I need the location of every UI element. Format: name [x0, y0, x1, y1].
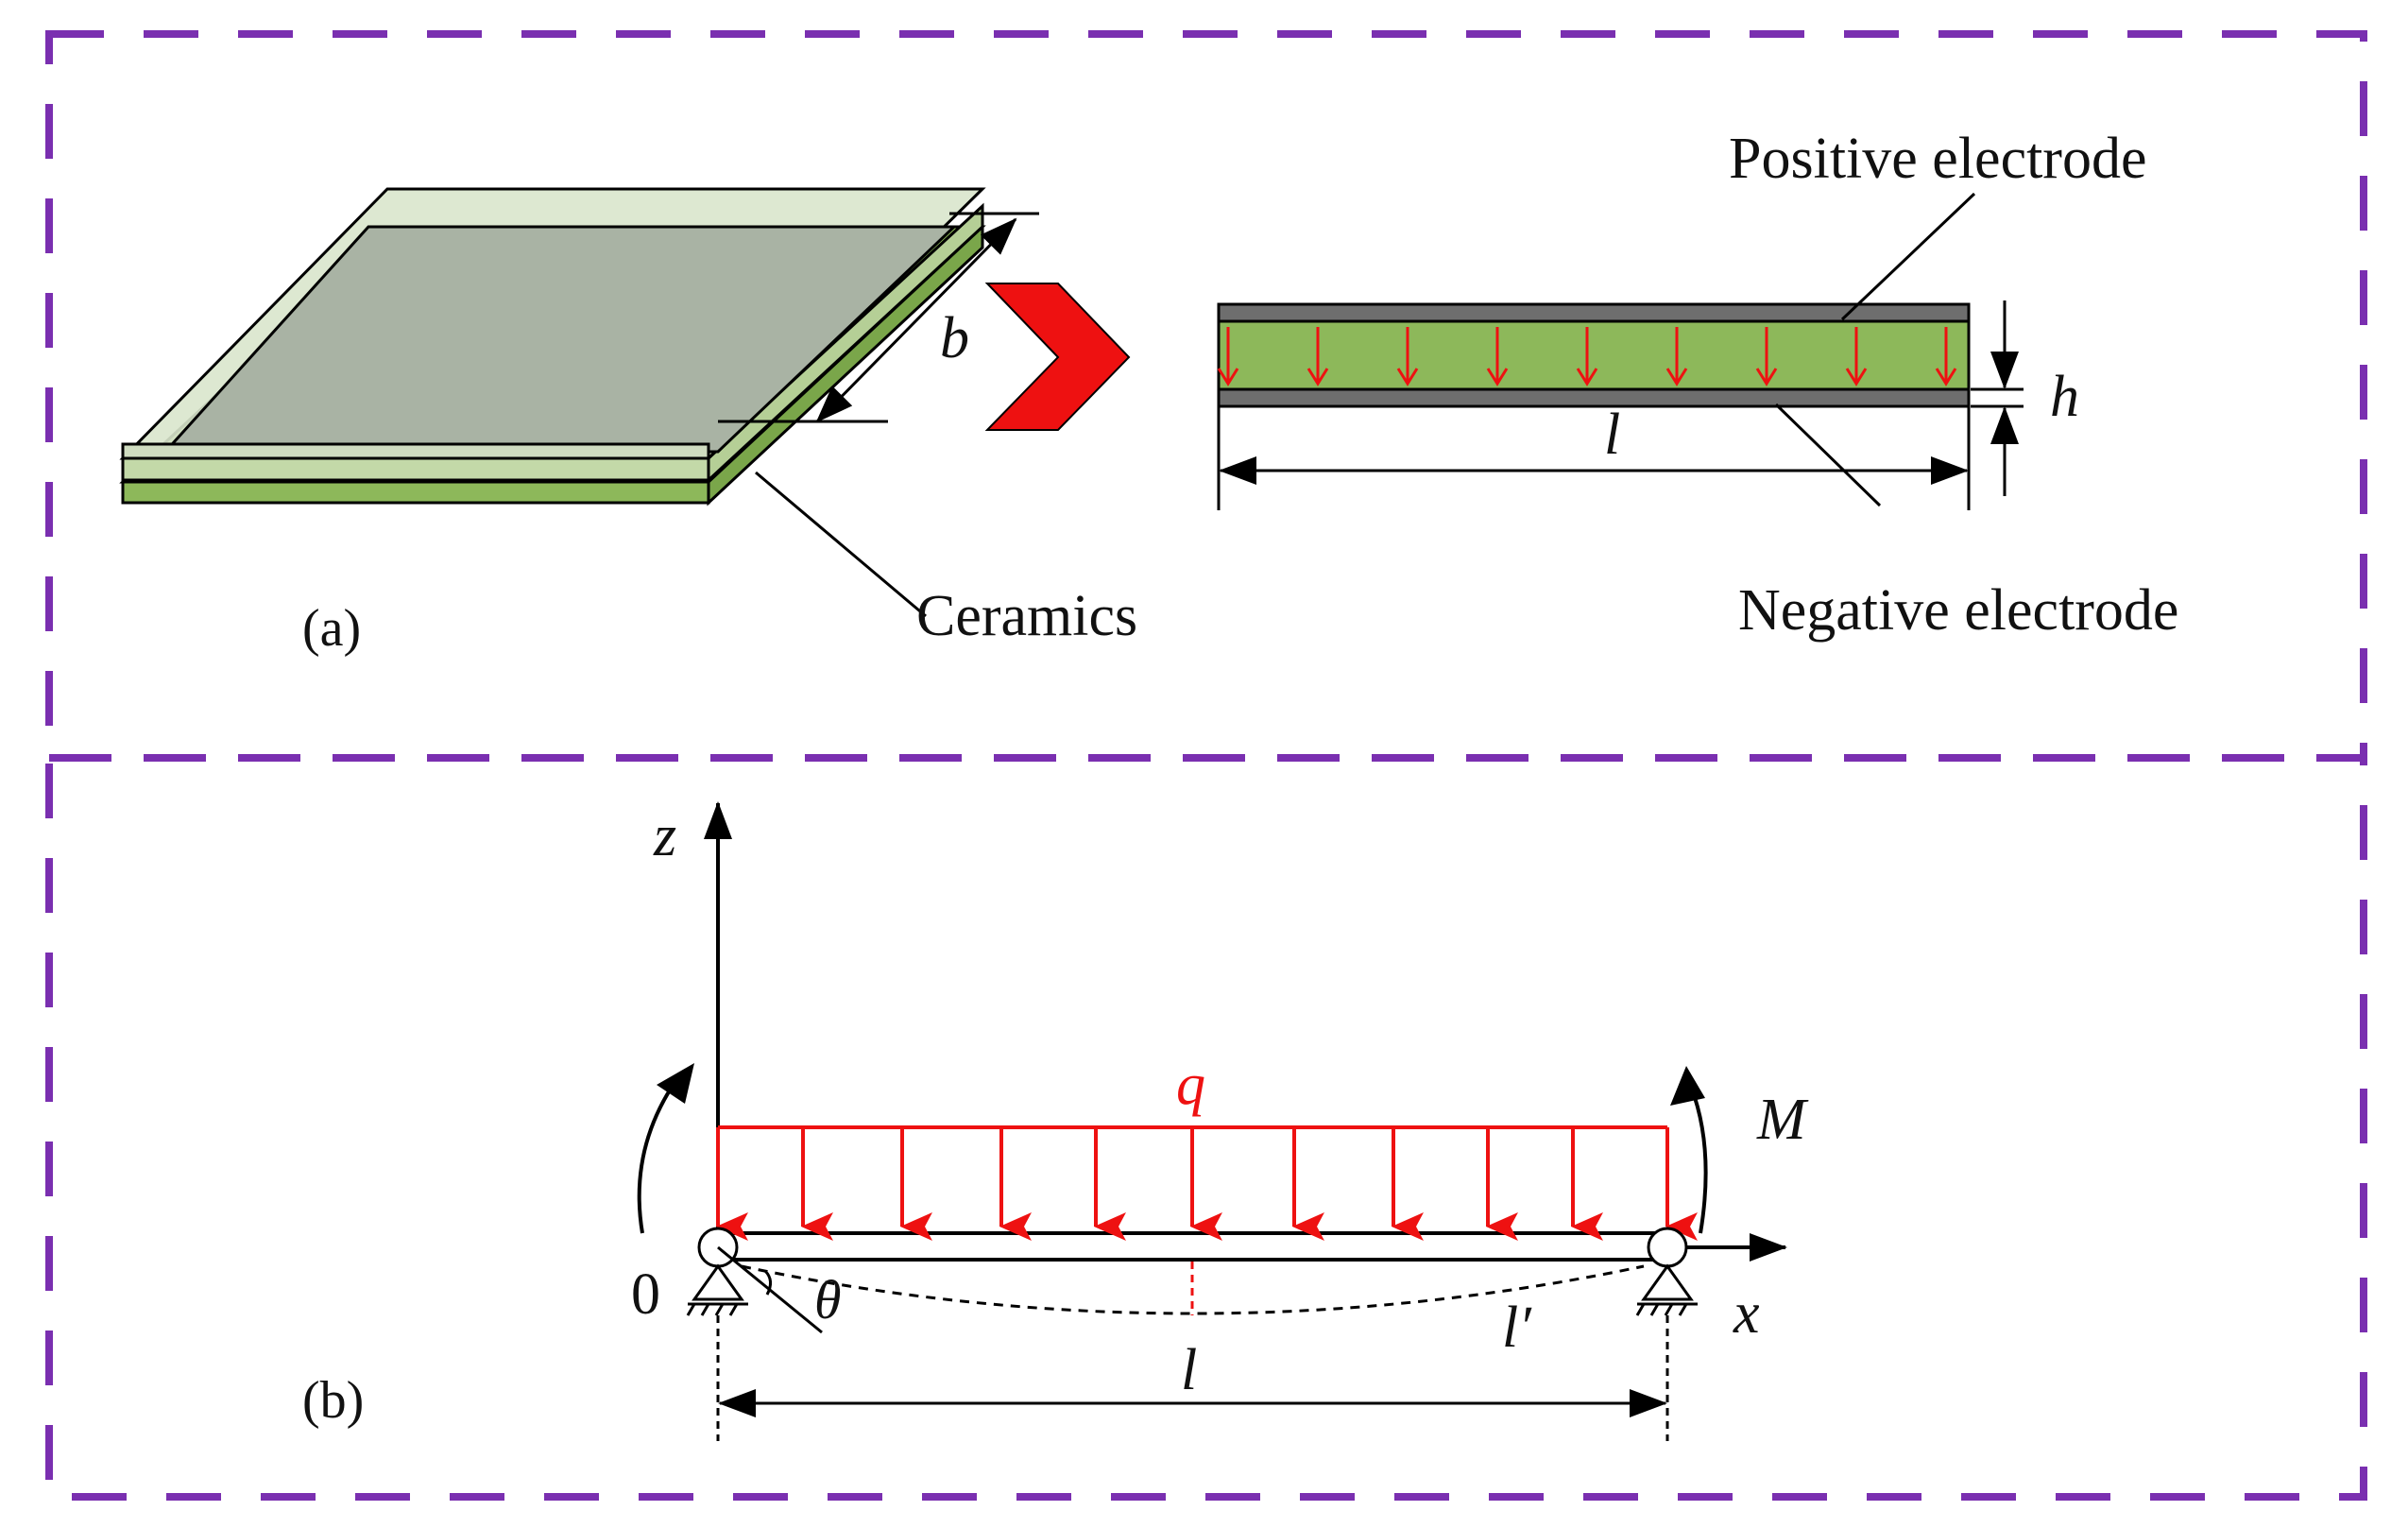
- plate-top-front: [121, 442, 710, 460]
- polarization-arrow: [1935, 327, 1957, 386]
- dim-l-b-label: l: [1181, 1338, 1197, 1402]
- polarization-arrow: [1755, 327, 1778, 386]
- negative-electrode-layer: [1217, 387, 1971, 408]
- frame-dashed: [45, 30, 2367, 1501]
- frame-panel-b: [45, 754, 2367, 1501]
- dim-b: [718, 212, 1039, 423]
- positive-electrode-label: Positive electrode: [1729, 127, 2146, 191]
- dim-l-prime-label: l′: [1502, 1296, 1532, 1360]
- polarization-arrow: [1576, 327, 1598, 386]
- ceramics-label: Ceramics: [916, 584, 1137, 648]
- polarization-arrow: [1845, 327, 1868, 386]
- dim-l-a: [1217, 406, 1971, 510]
- right-support: [1635, 1227, 1698, 1316]
- moment-arrowhead-right: [1670, 1066, 1705, 1106]
- x-axis-label: x: [1733, 1281, 1760, 1346]
- polarization-arrow: [1217, 327, 1239, 386]
- moment-arrow-left: [637, 1075, 680, 1234]
- moment-arrow-right: [1689, 1086, 1708, 1234]
- panel-b: z x q M: [302, 801, 1809, 1441]
- panel-a-label: (a): [302, 599, 361, 658]
- polarization-arrow: [1486, 327, 1509, 386]
- panel-a: b Ceramics (a) Positive electrode N: [119, 127, 2178, 658]
- theta-label: θ: [814, 1269, 842, 1331]
- ceramic-stack: [119, 187, 986, 506]
- negative-electrode-label: Negative electrode: [1738, 578, 2178, 643]
- panel-b-label: (b): [302, 1371, 364, 1430]
- dim-l-b: [716, 1315, 1669, 1441]
- dim-b-label: b: [940, 306, 969, 370]
- origin-label: 0: [631, 1262, 660, 1327]
- polarization-arrow: [1396, 327, 1419, 386]
- polarization-arrow: [1665, 327, 1688, 386]
- dim-l-a-label: l: [1604, 403, 1620, 467]
- ceramic-middle-front: [121, 456, 710, 482]
- ceramics-leader: [755, 471, 927, 618]
- positive-electrode-leader: [1840, 192, 1976, 321]
- theta-arc: [763, 1269, 772, 1296]
- polarization-arrow: [1306, 327, 1329, 386]
- dim-h: [1971, 300, 2024, 496]
- load-arrows: [716, 1127, 1698, 1241]
- ceramic-bottom-front: [121, 480, 710, 505]
- plate-inner: [162, 225, 958, 454]
- dim-h-label: h: [2050, 365, 2079, 429]
- moment-m-label: M: [1756, 1088, 1809, 1152]
- red-chevron-arrow: [984, 283, 1131, 431]
- polarization-arrows: [1217, 327, 1957, 386]
- z-axis-label: z: [653, 804, 676, 868]
- beam: [716, 1231, 1669, 1262]
- load-q-label: q: [1176, 1053, 1205, 1117]
- negative-electrode-leader: [1774, 403, 1882, 507]
- moment-arrowhead-left: [657, 1063, 694, 1104]
- left-support: [686, 1227, 748, 1316]
- cross-section: [1217, 302, 1971, 408]
